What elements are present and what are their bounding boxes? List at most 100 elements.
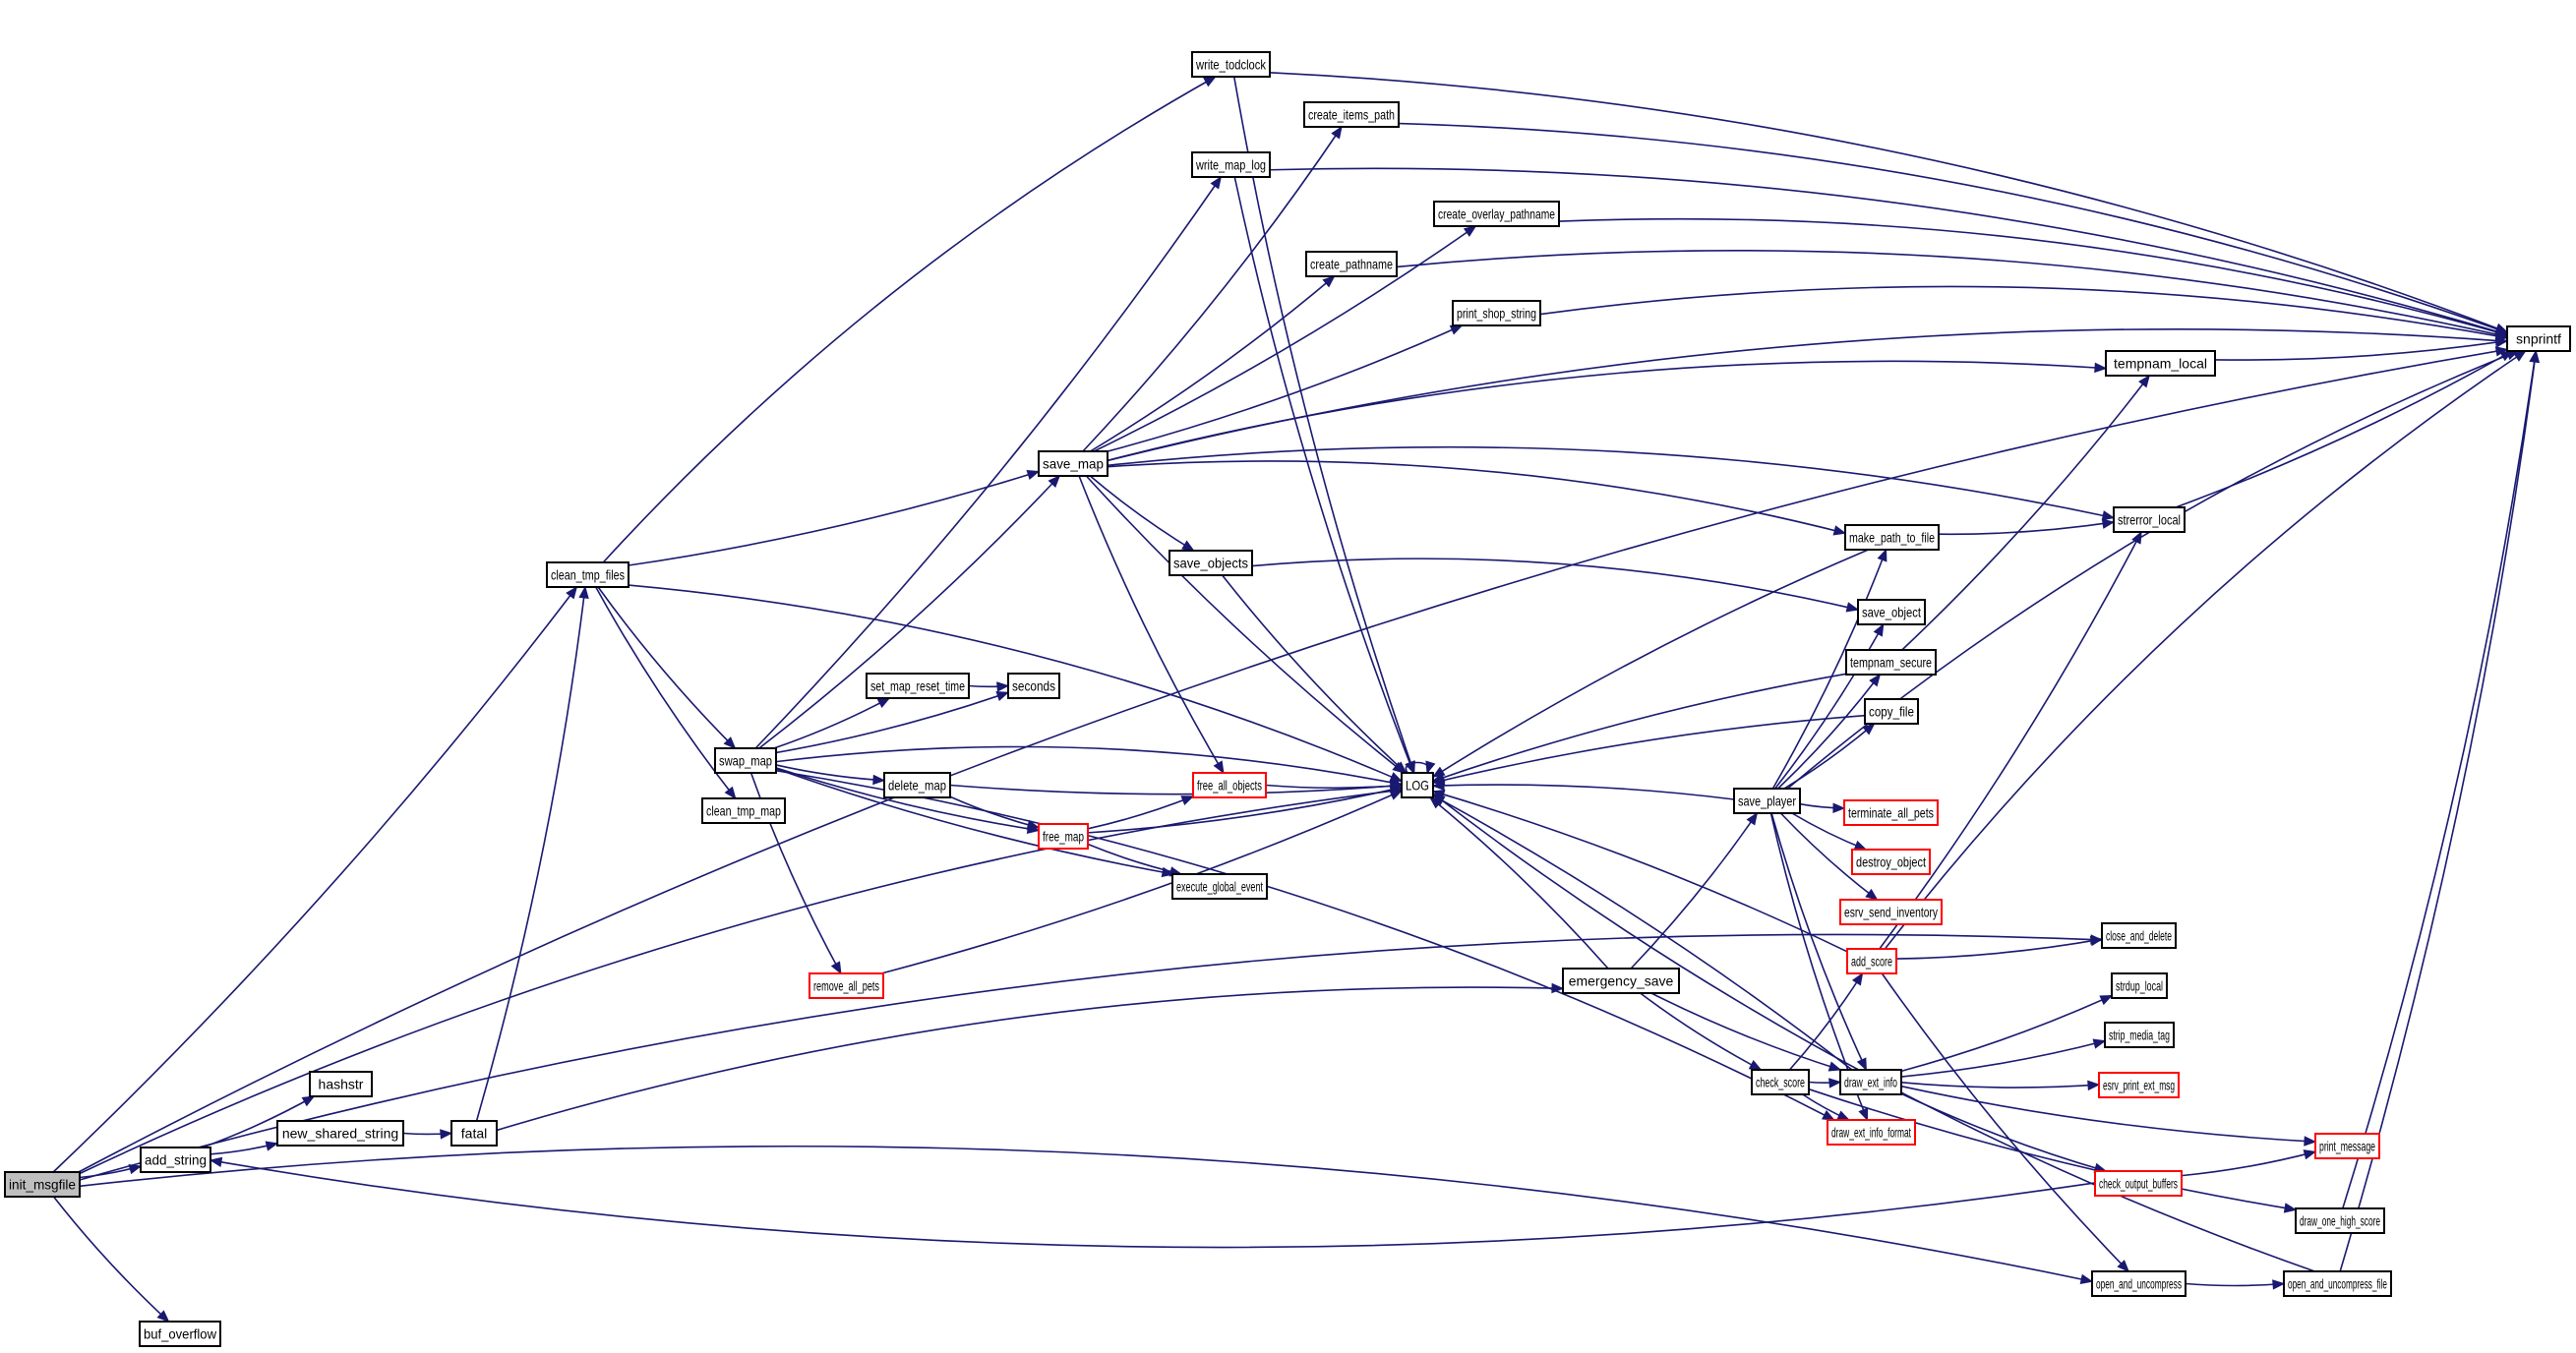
node-box[interactable] bbox=[2104, 1022, 2175, 1048]
node-box[interactable] bbox=[1839, 899, 1943, 925]
node-fatal[interactable]: fatal bbox=[450, 1120, 498, 1147]
node-box[interactable] bbox=[2283, 1270, 2392, 1297]
node-box[interactable] bbox=[2105, 350, 2216, 377]
node-save-object[interactable]: save_object bbox=[1857, 599, 1926, 625]
node-box[interactable] bbox=[450, 1120, 498, 1147]
node-box[interactable] bbox=[1038, 450, 1108, 477]
node-create-items-path[interactable]: create_items_path bbox=[1303, 101, 1400, 128]
node-make-path-to-file[interactable]: make_path_to_file bbox=[1844, 524, 1940, 551]
node-create-overlay-pathname[interactable]: create_overlay_pathname bbox=[1433, 201, 1560, 227]
node-box[interactable] bbox=[1851, 849, 1931, 875]
node-add-score[interactable]: add_score bbox=[1846, 948, 1897, 974]
node-clean-tmp-files[interactable]: clean_tmp_files bbox=[546, 561, 629, 588]
node-save-player[interactable]: save_player bbox=[1733, 788, 1801, 814]
node-box[interactable] bbox=[866, 673, 970, 699]
node-strerror-local[interactable]: strerror_local bbox=[2113, 506, 2186, 533]
node-check-output-buffers[interactable]: check_output_buffers bbox=[2094, 1170, 2183, 1197]
node-box[interactable] bbox=[1857, 599, 1926, 625]
node-box[interactable] bbox=[139, 1321, 221, 1347]
node-snprintf[interactable]: snprintf bbox=[2506, 325, 2571, 352]
node-open-and-uncompress-file[interactable]: open_and_uncompress_file bbox=[2283, 1270, 2392, 1297]
node-box[interactable] bbox=[140, 1147, 211, 1173]
node-clean-tmp-map[interactable]: clean_tmp_map bbox=[701, 797, 786, 824]
node-box[interactable] bbox=[1846, 948, 1897, 974]
node-remove-all-pets[interactable]: remove_all_pets bbox=[809, 972, 884, 999]
node-LOG[interactable]: LOG bbox=[1401, 772, 1434, 798]
node-tempnam-local[interactable]: tempnam_local bbox=[2105, 350, 2216, 377]
node-save-map[interactable]: save_map bbox=[1038, 450, 1108, 477]
node-create-pathname[interactable]: create_pathname bbox=[1305, 251, 1398, 277]
node-write-todclock[interactable]: write_todclock bbox=[1191, 51, 1271, 78]
node-box[interactable] bbox=[1844, 524, 1940, 551]
node-box[interactable] bbox=[2091, 1270, 2187, 1297]
node-box[interactable] bbox=[1733, 788, 1801, 814]
node-box[interactable] bbox=[2094, 1170, 2183, 1197]
node-esrv-send-inventory[interactable]: esrv_send_inventory bbox=[1839, 899, 1943, 925]
node-box[interactable] bbox=[2098, 1072, 2180, 1098]
node-box[interactable] bbox=[1839, 1069, 1902, 1095]
node-box[interactable] bbox=[701, 797, 786, 824]
node-draw-one-high-score[interactable]: draw_one_high_score bbox=[2295, 1207, 2385, 1234]
node-destroy-object[interactable]: destroy_object bbox=[1851, 849, 1931, 875]
node-box[interactable] bbox=[809, 972, 884, 999]
node-box[interactable] bbox=[1305, 251, 1398, 277]
node-hashstr[interactable]: hashstr bbox=[309, 1071, 373, 1097]
node-open-and-uncompress[interactable]: open_and_uncompress bbox=[2091, 1270, 2187, 1297]
node-box[interactable] bbox=[1303, 101, 1400, 128]
node-box[interactable] bbox=[2113, 506, 2186, 533]
node-box[interactable] bbox=[2314, 1133, 2380, 1159]
node-box[interactable] bbox=[714, 747, 777, 774]
node-emergency-save[interactable]: emergency_save bbox=[1562, 968, 1680, 994]
node-box[interactable] bbox=[2111, 972, 2168, 999]
node-esrv-print-ext-msg[interactable]: esrv_print_ext_msg bbox=[2098, 1072, 2180, 1098]
node-box[interactable] bbox=[1845, 649, 1937, 676]
node-write-map-log[interactable]: write_map_log bbox=[1191, 151, 1271, 178]
node-box[interactable] bbox=[2295, 1207, 2385, 1234]
node-execute-global-event[interactable]: execute_global_event bbox=[1171, 873, 1268, 900]
node-box[interactable] bbox=[1401, 772, 1434, 798]
node-save-objects[interactable]: save_objects bbox=[1168, 550, 1253, 576]
node-delete-map[interactable]: delete_map bbox=[883, 772, 951, 798]
node-strdup-local[interactable]: strdup_local bbox=[2111, 972, 2168, 999]
node-box[interactable] bbox=[309, 1071, 373, 1097]
node-box[interactable] bbox=[2506, 325, 2571, 352]
node-box[interactable] bbox=[1827, 1119, 1916, 1146]
node-box[interactable] bbox=[546, 561, 629, 588]
node-box[interactable] bbox=[1751, 1069, 1810, 1095]
node-free-all-objects[interactable]: free_all_objects bbox=[1192, 772, 1267, 798]
node-buf-overflow[interactable]: buf_overflow bbox=[139, 1321, 221, 1347]
node-box[interactable] bbox=[276, 1120, 404, 1147]
node-terminate-all-pets[interactable]: terminate_all_pets bbox=[1843, 799, 1939, 826]
node-box[interactable] bbox=[883, 772, 951, 798]
node-box[interactable] bbox=[1171, 873, 1268, 900]
node-box[interactable] bbox=[4, 1171, 81, 1198]
node-box[interactable] bbox=[1433, 201, 1560, 227]
node-box[interactable] bbox=[1007, 673, 1060, 699]
node-copy-file[interactable]: copy_file bbox=[1864, 698, 1919, 725]
node-strip-media-tag[interactable]: strip_media_tag bbox=[2104, 1022, 2175, 1048]
node-add-string[interactable]: add_string bbox=[140, 1147, 211, 1173]
node-new-shared-string[interactable]: new_shared_string bbox=[276, 1120, 404, 1147]
node-box[interactable] bbox=[1843, 799, 1939, 826]
node-init-msgfile[interactable]: init_msgfile bbox=[4, 1171, 81, 1198]
node-close-and-delete[interactable]: close_and_delete bbox=[2101, 922, 2177, 949]
node-box[interactable] bbox=[1168, 550, 1253, 576]
node-set-map-reset-time[interactable]: set_map_reset_time bbox=[866, 673, 970, 699]
node-print-message[interactable]: print_message bbox=[2314, 1133, 2380, 1159]
node-box[interactable] bbox=[1864, 698, 1919, 725]
node-swap-map[interactable]: swap_map bbox=[714, 747, 777, 774]
node-tempnam-secure[interactable]: tempnam_secure bbox=[1845, 649, 1937, 676]
node-box[interactable] bbox=[1038, 823, 1089, 850]
node-box[interactable] bbox=[1191, 151, 1271, 178]
node-box[interactable] bbox=[1562, 968, 1680, 994]
node-free-map[interactable]: free_map bbox=[1038, 823, 1089, 850]
node-box[interactable] bbox=[1191, 51, 1271, 78]
node-draw-ext-info-format[interactable]: draw_ext_info_format bbox=[1827, 1119, 1916, 1146]
node-box[interactable] bbox=[2101, 922, 2177, 949]
node-box[interactable] bbox=[1192, 772, 1267, 798]
node-seconds[interactable]: seconds bbox=[1007, 673, 1060, 699]
node-print-shop-string[interactable]: print_shop_string bbox=[1452, 300, 1541, 326]
node-draw-ext-info[interactable]: draw_ext_info bbox=[1839, 1069, 1902, 1095]
node-check-score[interactable]: check_score bbox=[1751, 1069, 1810, 1095]
node-box[interactable] bbox=[1452, 300, 1541, 326]
